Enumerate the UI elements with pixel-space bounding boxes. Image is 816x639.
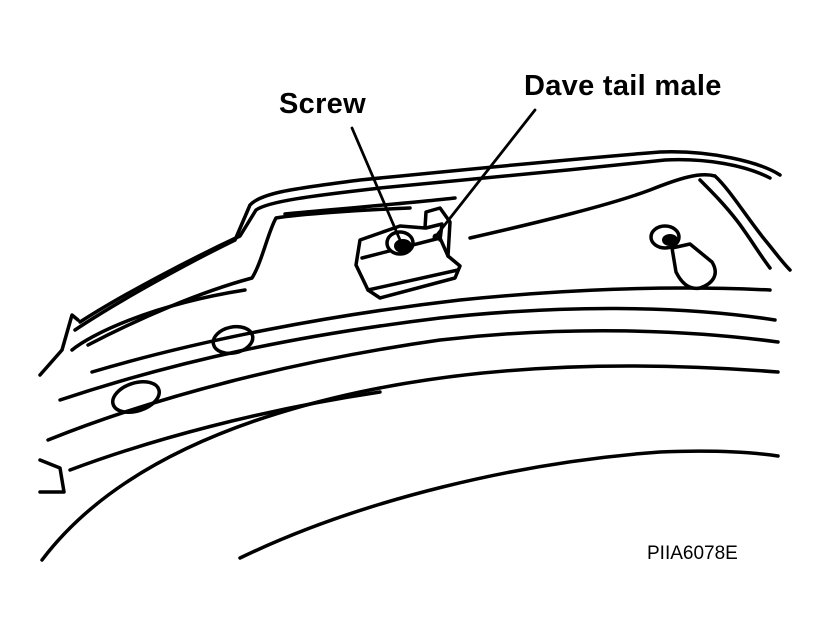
panel-sweep-2 bbox=[58, 306, 777, 402]
panel-recess-shoulder bbox=[86, 206, 412, 347]
panel-outer-edge bbox=[73, 150, 782, 332]
dovetail-leader-line bbox=[434, 108, 537, 238]
dovetail-bracket bbox=[354, 206, 462, 300]
panel-outer-edge-inner bbox=[78, 157, 772, 324]
panel-sweep-6 bbox=[238, 449, 780, 560]
dovetail-male-label: Dave tail male bbox=[524, 70, 722, 102]
screw-label: Screw bbox=[279, 88, 366, 120]
panel-left-edge bbox=[38, 313, 80, 494]
screw-leader-line bbox=[350, 126, 402, 242]
panel-right-contour-2 bbox=[698, 178, 772, 270]
panel-hole-2 bbox=[111, 380, 161, 414]
dovetail-leader-dot bbox=[432, 233, 440, 241]
figure-code-label: PIIA6078E bbox=[647, 543, 738, 564]
panel-recess-line bbox=[70, 196, 457, 352]
panel-sweep-4 bbox=[40, 364, 780, 562]
screw-head bbox=[385, 230, 415, 256]
striker-bolt bbox=[649, 224, 717, 291]
panel-right-contour bbox=[468, 173, 792, 272]
panel-hole-1 bbox=[211, 324, 255, 356]
panel-sweep-5 bbox=[68, 390, 382, 472]
panel-sweep-1 bbox=[90, 286, 772, 374]
